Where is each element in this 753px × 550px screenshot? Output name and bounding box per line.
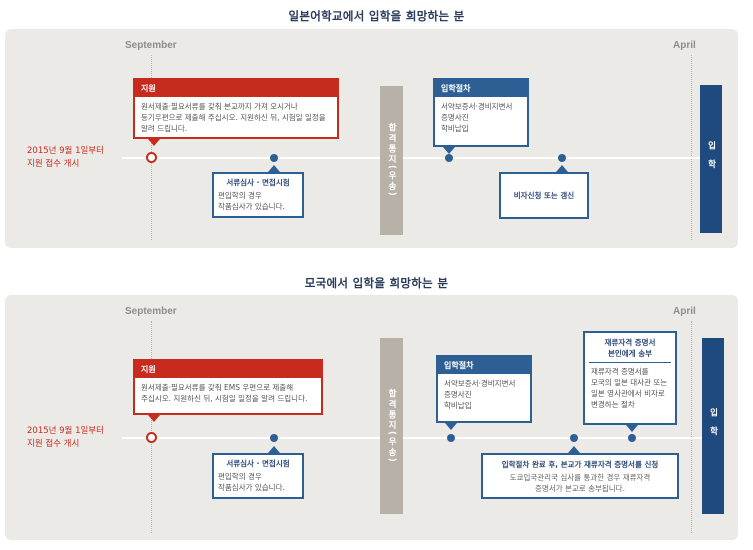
section2-start-label: 2015년 9월 1일부터 지원 접수 개시 — [27, 426, 104, 449]
section2-start-guide — [151, 321, 152, 533]
section2-cert-marker — [628, 434, 636, 442]
section1-apply-pointer — [148, 139, 160, 146]
section2-completion-pointer — [568, 446, 580, 453]
section1-screening-marker — [270, 154, 278, 162]
section2-entrance-bar: 입학 — [702, 338, 724, 514]
section1-timeline — [122, 157, 702, 159]
section2-completion-body: 도쿄입국관리국 심사를 통과한 경우 재류자격 증명서가 본교로 송부됩니다. — [509, 473, 651, 493]
section1-apply-box: 지원 원서제출·필요서류를 갖춰 본교까지 가져 오시거나 등기우편으로 제출해… — [133, 78, 339, 139]
section2-completion-title: 입학절차 완료 후, 본교가 재류자격 증명서를 신청 — [501, 460, 659, 469]
section1-procedure-body: 서약보증서·경비지변서 증명사진 학비납입 — [441, 102, 513, 133]
section1-visa-box: 비자신청 또는 갱신 — [499, 172, 589, 219]
section1-screening-body: 편입학의 경우 작품심사가 있습니다. — [218, 191, 285, 211]
section1-entrance-bar: 입학 — [700, 85, 722, 233]
section1-procedure-title: 입학절차 — [435, 80, 527, 97]
section2-screening-pointer — [268, 446, 280, 453]
section2-procedure-title: 입학절차 — [438, 357, 530, 374]
section2-start-marker — [146, 432, 157, 443]
section2-month-start: September — [125, 306, 177, 317]
section2-screening-title: 서류심사 · 면접시험 — [226, 459, 290, 468]
section1-screening-pointer — [268, 165, 280, 172]
section1-month-end: April — [673, 40, 696, 51]
section2-result-label: 합격통지(우송) — [386, 388, 397, 464]
section2-screening-box: 서류심사 · 면접시험 편입학의 경우 작품심사가 있습니다. — [212, 453, 304, 499]
section2-procedure-body: 서약보증서·경비지변서 증명사진 학비납입 — [444, 379, 516, 410]
section2-month-end: April — [673, 306, 696, 317]
section2-completion-marker — [570, 434, 578, 442]
section1-procedure-pointer — [443, 147, 455, 154]
section2-entrance-label: 입학 — [708, 407, 718, 445]
section1-end-guide — [691, 55, 692, 240]
section2-procedure-marker — [447, 434, 455, 442]
section2-cert-pointer — [626, 425, 638, 432]
section1-start-guide — [151, 55, 152, 240]
section2-cert-box: 재류자격 증명서 본인에게 송부 재류자격 증명서를 모국의 일본 대사관 또는… — [583, 331, 677, 425]
section1-screening-box: 서류심사 · 면접시험 편입학의 경우 작품심사가 있습니다. — [212, 172, 304, 218]
section1-procedure-box: 입학절차 서약보증서·경비지변서 증명사진 학비납입 — [433, 78, 529, 147]
section1-visa-marker — [558, 154, 566, 162]
section1-apply-title: 지원 — [135, 80, 337, 97]
section2-title: 모국에서 입학을 희망하는 분 — [304, 276, 449, 290]
section1-start-label: 2015년 9월 1일부터 지원 접수 개시 — [27, 146, 104, 169]
section2-screening-marker — [270, 434, 278, 442]
section1-screening-title: 서류심사 · 면접시험 — [226, 178, 290, 187]
section1-entrance-label: 입학 — [706, 140, 716, 178]
section1-visa-title: 비자신청 또는 갱신 — [513, 191, 575, 200]
section2-cert-body: 재류자격 증명서를 모국의 일본 대사관 또는 일본 영사관에서 비자로 변경하… — [591, 367, 668, 409]
section1-start-marker — [146, 152, 157, 163]
section2-end-guide — [691, 321, 692, 533]
section1-title: 일본어학교에서 입학을 희망하는 분 — [288, 9, 465, 23]
section2-screening-body: 편입학의 경우 작품심사가 있습니다. — [218, 472, 285, 492]
section1-visa-pointer — [556, 165, 568, 172]
section1-apply-body: 원서제출·필요서류를 갖춰 본교까지 가져 오시거나 등기우편으로 제출해 주십… — [141, 102, 326, 133]
section1-result-bar: 합격통지(우송) — [380, 86, 403, 235]
section2-procedure-box: 입학절차 서약보증서·경비지변서 증명사진 학비납입 — [436, 355, 532, 423]
section2-apply-title: 지원 — [135, 361, 321, 378]
section1-panel: September April 2015년 9월 1일부터 지원 접수 개시 지… — [5, 29, 738, 248]
section1-procedure-marker — [445, 154, 453, 162]
section2-result-bar: 합격통지(우송) — [380, 338, 403, 514]
section2-apply-pointer — [148, 415, 160, 422]
section2-completion-box: 입학절차 완료 후, 본교가 재류자격 증명서를 신청 도쿄입국관리국 심사를 … — [481, 453, 679, 499]
section1-month-start: September — [125, 40, 177, 51]
section2-cert-title: 재류자격 증명서 본인에게 송부 — [589, 333, 671, 363]
section2-panel: September April 2015년 9월 1일부터 지원 접수 개시 지… — [5, 295, 738, 540]
section2-apply-body: 원서제출·필요서류를 갖춰 EMS 우편으로 제출해 주십시오. 지원하신 뒤,… — [141, 383, 308, 403]
section2-procedure-pointer — [445, 423, 457, 430]
section2-timeline — [122, 437, 702, 439]
section2-apply-box: 지원 원서제출·필요서류를 갖춰 EMS 우편으로 제출해 주십시오. 지원하신… — [133, 359, 323, 415]
section1-result-label: 합격통지(우송) — [386, 123, 397, 198]
